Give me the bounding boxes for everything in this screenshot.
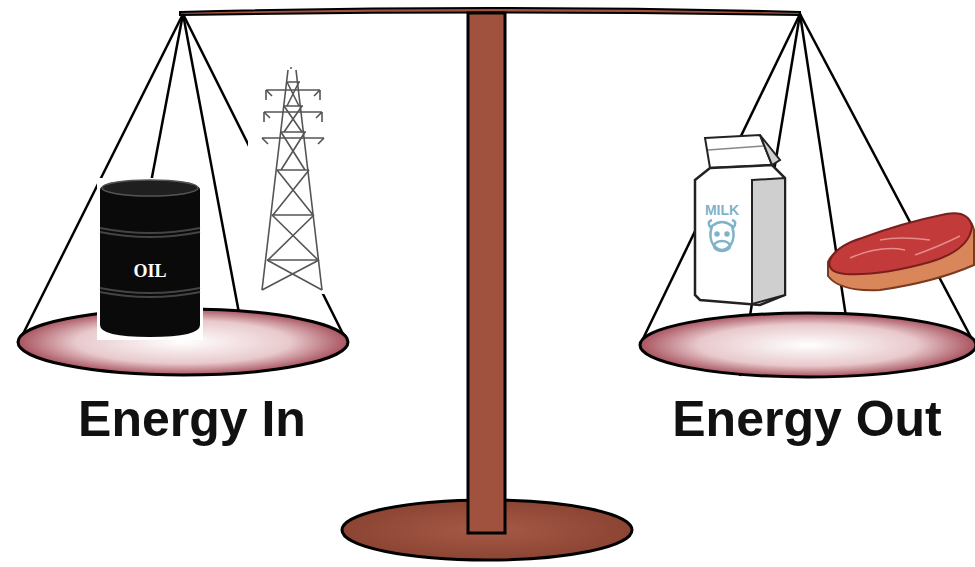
cow-icon: [709, 220, 736, 251]
steak: [828, 213, 974, 290]
pan-caption: Energy Out: [672, 394, 941, 444]
transmission-tower: [248, 66, 338, 294]
milk-carton: [695, 135, 785, 305]
barrel-label: OIL: [133, 262, 166, 280]
scale-pole: [468, 13, 505, 533]
oil-barrel: [97, 178, 203, 340]
right-pan: [640, 313, 975, 377]
pan-caption: Energy In: [78, 394, 306, 444]
pan-strings: [20, 14, 975, 376]
carton-label: MILK: [705, 203, 739, 217]
